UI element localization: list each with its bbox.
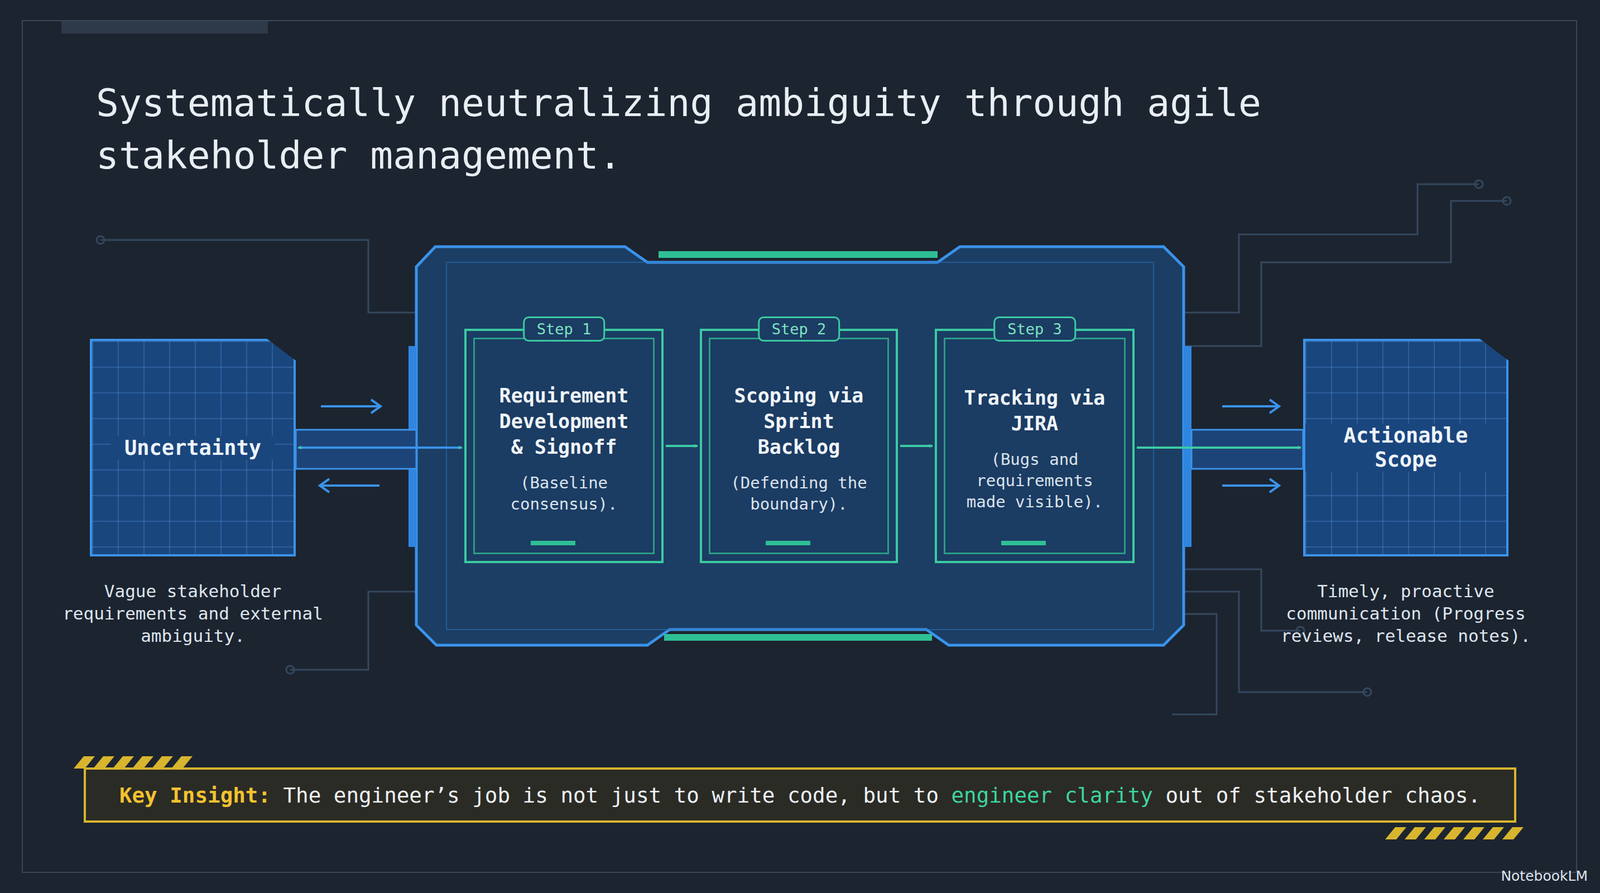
insight-band: Key Insight: The engineer’s job is not ju…	[83, 767, 1517, 823]
step-bar	[1001, 540, 1046, 546]
process-container	[416, 246, 1184, 646]
step-box: Step 2Scoping via Sprint Backlog(Defendi…	[699, 328, 898, 564]
step-body: (Baseline consensus).	[487, 472, 641, 515]
step-bar	[530, 540, 576, 546]
state-box: Actionable Scope	[1303, 338, 1509, 557]
diagram-title: Systematically neutralizing ambiguity th…	[95, 77, 1352, 182]
flow-arrow	[900, 444, 933, 448]
flow-arrow	[665, 444, 698, 448]
state-box: Uncertainty	[89, 338, 296, 557]
step-body: (Bugs and requirements made visible).	[958, 448, 1112, 513]
step-tab: Step 1	[522, 316, 606, 342]
green-bar	[658, 251, 938, 258]
step-box: Step 3Tracking via JIRA(Bugs and require…	[934, 328, 1135, 564]
page-frame	[22, 20, 1577, 873]
step-tab: Step 3	[993, 316, 1076, 342]
box-caption: Vague stakeholder requirements and exter…	[61, 579, 325, 647]
connector-block	[1191, 429, 1304, 469]
box-heading: Uncertainty	[111, 435, 275, 460]
step-heading: Scoping via Sprint Backlog	[723, 382, 875, 460]
step-body: (Defending the boundary).	[723, 472, 875, 515]
insight-text: out of stakeholder chaos.	[1165, 782, 1481, 808]
flow-arrow	[1136, 446, 1301, 449]
hazard-stripes	[73, 756, 1524, 840]
insight-text: The engineer’s job is not just to write …	[282, 782, 939, 808]
step-box: Step 1Requirement Development & Signoff(…	[464, 328, 664, 564]
insight-text: engineer clarity	[950, 782, 1153, 808]
step-heading: Tracking via JIRA	[958, 385, 1112, 437]
step-tab: Step 2	[757, 316, 841, 342]
watermark: NotebookLM	[1500, 867, 1588, 884]
step-bar	[765, 540, 811, 546]
green-bar	[664, 633, 932, 641]
step-heading: Requirement Development & Signoff	[487, 382, 641, 460]
box-heading: Actionable Scope	[1305, 423, 1507, 472]
container-inner	[446, 262, 1154, 630]
connector-block	[295, 429, 417, 469]
top-bar	[61, 21, 268, 34]
insight-text: Key Insight:	[119, 782, 271, 808]
flow-arrow	[298, 446, 463, 449]
box-caption: Timely, proactive communication (Progres…	[1274, 579, 1537, 647]
